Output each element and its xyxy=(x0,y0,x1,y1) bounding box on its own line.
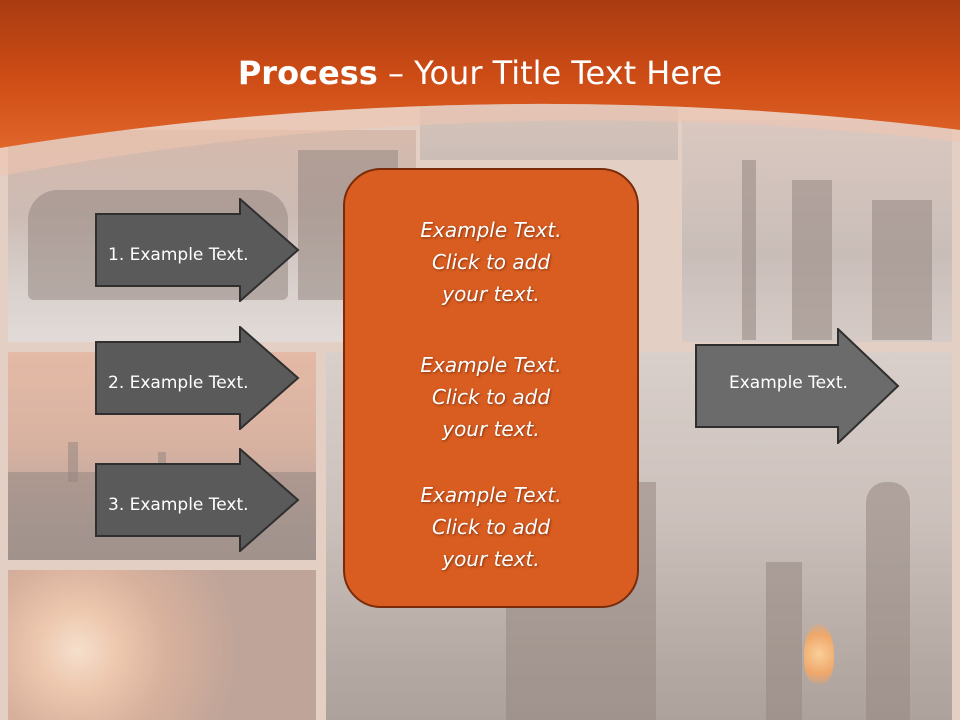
step-arrow-1: 1. Example Text. xyxy=(95,198,300,302)
step-label-2: 2. Example Text. xyxy=(108,373,249,393)
title-bold: Process xyxy=(237,54,378,92)
arrow-shape xyxy=(95,198,300,302)
arrow-shape xyxy=(95,326,300,430)
center-text-block-3: Example Text. Click to add your text. xyxy=(345,479,637,575)
photo-refinery-towers xyxy=(682,120,952,342)
step-arrow-2: 2. Example Text. xyxy=(95,326,300,430)
title-rest: – Your Title Text Here xyxy=(377,54,723,92)
center-text-line: your text. xyxy=(442,417,540,441)
center-text-block-1: Example Text. Click to add your text. xyxy=(345,214,637,310)
step-label-1: 1. Example Text. xyxy=(108,245,249,265)
arrow-shape xyxy=(695,328,900,444)
center-text-line: your text. xyxy=(442,547,540,571)
slide-title: Process – Your Title Text Here xyxy=(0,54,960,92)
center-text-line: Click to add xyxy=(431,385,551,409)
center-text-line: Example Text. xyxy=(420,353,562,377)
center-process-box: Example Text. Click to add your text. Ex… xyxy=(343,168,639,608)
arrow-shape xyxy=(95,448,300,552)
center-text-block-2: Example Text. Click to add your text. xyxy=(345,349,637,445)
center-text-line: Click to add xyxy=(431,515,551,539)
center-text-line: your text. xyxy=(442,282,540,306)
center-text-line: Example Text. xyxy=(420,483,562,507)
center-text-line: Example Text. xyxy=(420,218,562,242)
result-label: Example Text. xyxy=(729,373,848,393)
result-arrow: Example Text. xyxy=(695,328,900,444)
center-text-line: Click to add xyxy=(431,250,551,274)
step-arrow-3: 3. Example Text. xyxy=(95,448,300,552)
photo-sun-horizon xyxy=(8,570,316,720)
header-band xyxy=(0,0,960,176)
step-label-3: 3. Example Text. xyxy=(108,495,249,515)
